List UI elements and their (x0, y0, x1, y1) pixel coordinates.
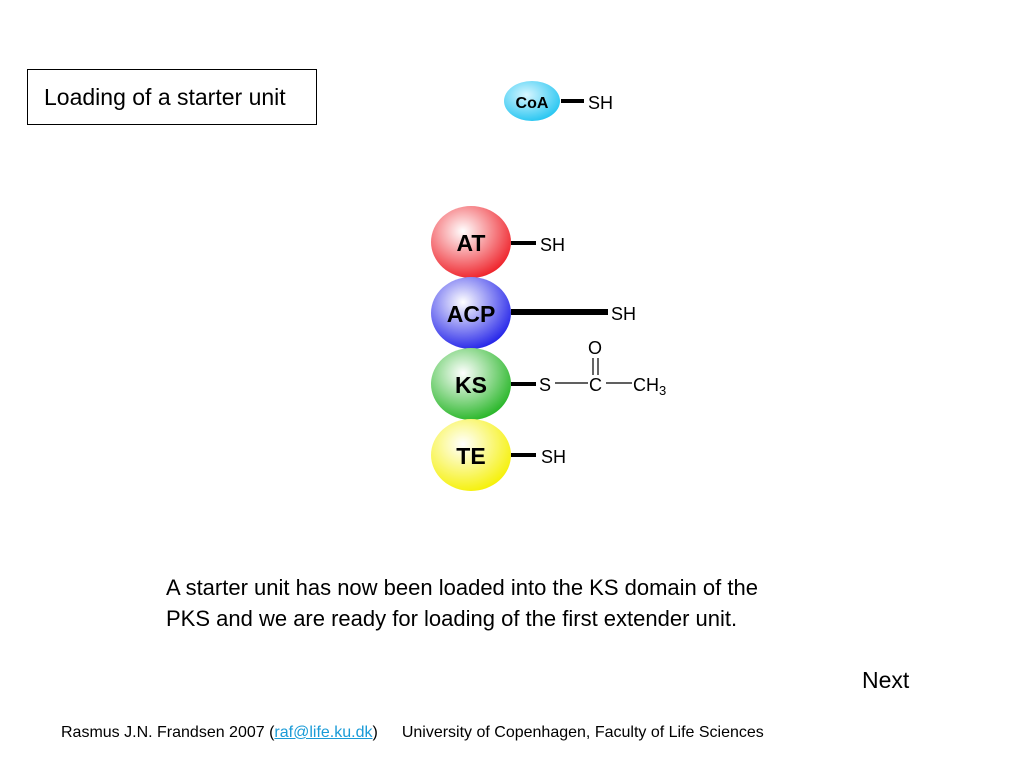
footer-institution: University of Copenhagen, Faculty of Lif… (401, 724, 764, 741)
ks-oxygen: O (588, 338, 602, 358)
at-domain: AT SH (431, 206, 565, 278)
ks-carbon: C (589, 375, 602, 395)
ks-methyl: CH3 (633, 375, 666, 398)
coa-ellipse (504, 81, 560, 121)
methyl-text: CH (633, 375, 659, 395)
te-label: TE (456, 443, 485, 469)
coa-label: CoA (516, 95, 549, 112)
title-box: Loading of a starter unit (27, 69, 317, 125)
caption-line-1: A starter unit has now been loaded into … (166, 575, 758, 600)
caption-line-2: PKS and we are ready for loading of the … (166, 606, 738, 631)
ks-label: KS (455, 372, 487, 398)
footer: Rasmus J.N. Frandsen 2007 (raf@life.ku.d… (61, 724, 764, 742)
ks-ellipse (431, 348, 511, 420)
footer-email-link[interactable]: raf@life.ku.dk (274, 724, 373, 741)
caption: A starter unit has now been loaded into … (166, 572, 886, 634)
footer-close-paren: ) (372, 724, 378, 741)
at-group: SH (540, 235, 565, 255)
acp-domain: ACP SH (431, 277, 636, 349)
at-ellipse (431, 206, 511, 278)
at-label: AT (457, 230, 486, 256)
next-button[interactable]: Next (862, 667, 910, 693)
coa-node: CoA SH (504, 81, 613, 121)
coa-group: SH (588, 93, 613, 113)
acp-label: ACP (447, 301, 496, 327)
te-group: SH (541, 447, 566, 467)
te-ellipse (431, 419, 511, 491)
te-domain: TE SH (431, 419, 566, 491)
ks-sulfur: S (539, 375, 551, 395)
slide-title: Loading of a starter unit (44, 84, 286, 110)
ks-domain: KS S C O CH3 (431, 338, 666, 420)
acp-ellipse (431, 277, 511, 349)
footer-author: Rasmus J.N. Frandsen 2007 ( (61, 724, 275, 741)
acp-group: SH (611, 304, 636, 324)
methyl-subscript: 3 (659, 383, 666, 398)
